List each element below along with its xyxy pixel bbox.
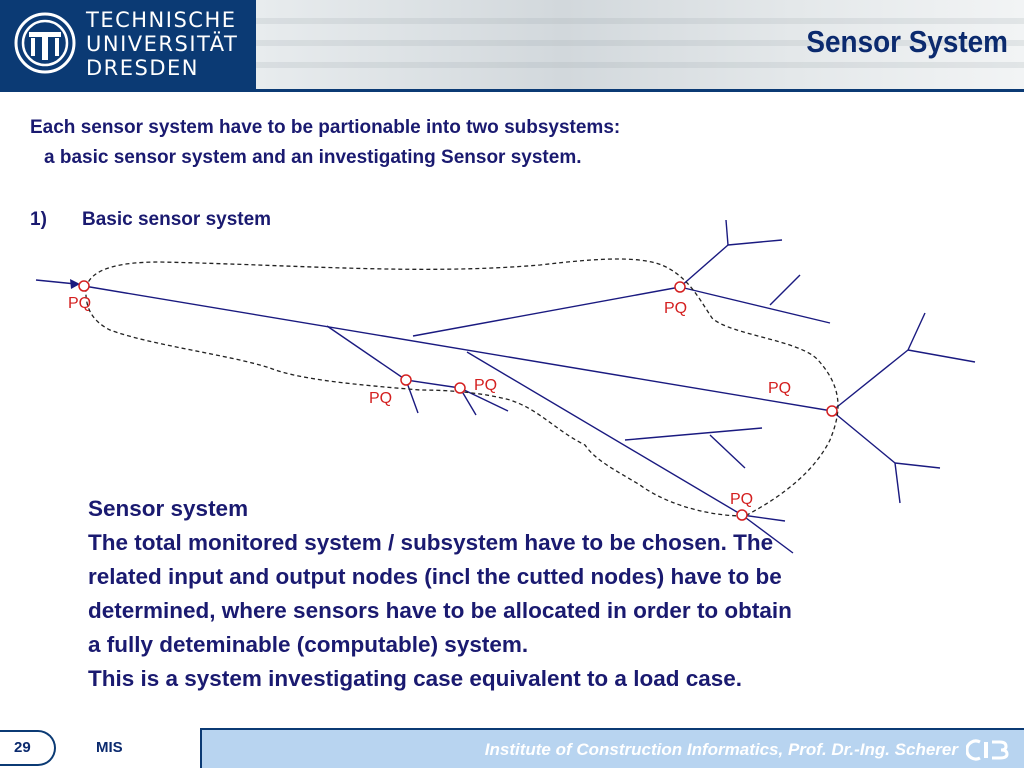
university-logo: TECHNISCHE UNIVERSITÄT DRESDEN [0, 0, 256, 90]
sensor-node [454, 382, 466, 394]
structure-member [709, 434, 746, 469]
description-heading: Sensor system [88, 496, 249, 521]
description-line: related input and output nodes (incl the… [88, 564, 782, 589]
description-block: Sensor system The total monitored system… [88, 492, 998, 696]
structure-member [83, 285, 833, 412]
structure-member [326, 325, 407, 381]
intro-text-line: Each sensor system have to be partionabl… [30, 117, 621, 138]
header-background-photo: Sensor System [256, 0, 1024, 90]
sensor-node [826, 405, 838, 417]
structure-member [831, 410, 896, 464]
page-number-badge [0, 730, 56, 766]
structure-member [405, 379, 419, 414]
structure-member [907, 349, 976, 363]
university-name-line: UNIVERSITÄT [86, 32, 239, 56]
arrow-head-icon [70, 279, 80, 289]
structure-member [412, 286, 681, 337]
description-line: The total monitored system / subsystem h… [88, 530, 774, 555]
footer-band: Institute of Construction Informatics, P… [200, 728, 1024, 768]
course-label: MIS [96, 739, 123, 756]
sensor-node-label: PQ [664, 300, 687, 317]
structure-member [725, 219, 729, 246]
intro-text-line: a basic sensor system and an investigati… [44, 147, 582, 168]
structure-member [907, 312, 926, 351]
structure-member [894, 462, 901, 504]
header-divider [0, 89, 1024, 92]
list-item-label: Basic sensor system [82, 209, 272, 230]
description-line: a fully deteminable (computable) system. [88, 632, 529, 657]
sensor-node-label: PQ [68, 295, 91, 312]
sensor-node-label: PQ [474, 377, 497, 394]
structure-member [679, 244, 729, 288]
page-number: 29 [14, 739, 31, 756]
institute-label: Institute of Construction Informatics, P… [484, 740, 958, 759]
sensor-node [736, 509, 748, 521]
university-name: TECHNISCHE UNIVERSITÄT DRESDEN [86, 8, 238, 80]
sensor-node [400, 374, 412, 386]
structure-member [894, 462, 941, 469]
structure-member [727, 239, 783, 246]
slide-header: TECHNISCHE UNIVERSITÄT DRESDEN Sensor Sy… [0, 0, 1024, 92]
system-boundary [85, 258, 839, 517]
list-number: 1) [30, 209, 47, 230]
structure-member [679, 286, 831, 324]
description-line: This is a system investigating case equi… [88, 666, 743, 691]
structure-member [741, 514, 794, 554]
description-line: determined, where sensors have to be all… [88, 598, 792, 623]
footer-left: 29 MIS [0, 728, 200, 768]
sensor-node [674, 281, 686, 293]
university-name-line: TECHNISCHE [86, 8, 237, 32]
slide-footer: 29 MIS Institute of Construction Informa… [0, 728, 1024, 768]
structure-member [741, 514, 786, 522]
slide-title: Sensor System [806, 24, 1008, 59]
structure-member [769, 274, 801, 306]
structure-member [624, 427, 763, 441]
structure-member [405, 379, 461, 389]
sensor-node-label: PQ [369, 390, 392, 407]
structure-member [831, 349, 909, 412]
sensor-node [78, 280, 90, 292]
input-arrow [35, 279, 77, 285]
structure-member [459, 387, 509, 412]
tu-dresden-logo-icon [14, 12, 76, 74]
university-name-line: DRESDEN [86, 56, 200, 80]
sensor-node-label: PQ [730, 491, 753, 508]
sensor-node-label: PQ [768, 380, 791, 397]
structure-member [466, 351, 743, 516]
cib-logo-icon [966, 739, 1009, 761]
